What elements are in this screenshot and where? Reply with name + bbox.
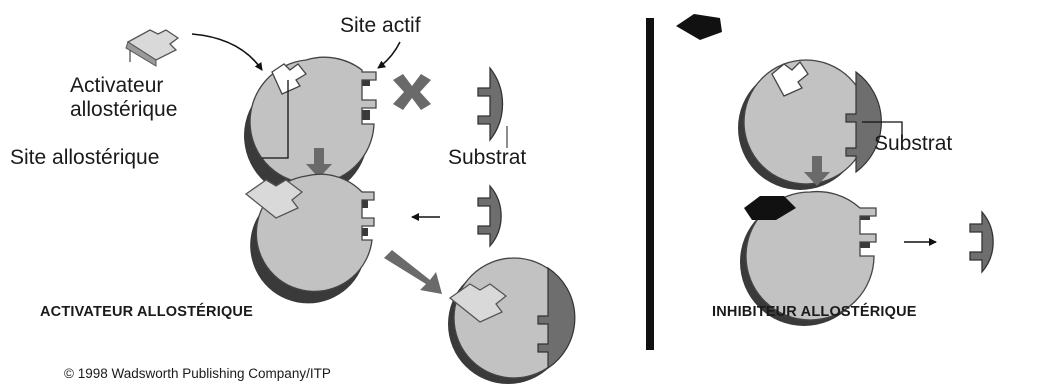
substrate-free-right <box>969 210 994 274</box>
substrate-free-2 <box>477 184 502 248</box>
site-actif-arrow <box>377 41 401 69</box>
bound-activator-molecule <box>244 179 304 219</box>
label-site-allosterique: Site allostérique <box>10 146 159 169</box>
substrate-leader-right <box>862 121 903 138</box>
free-inhibitor-molecule <box>676 14 722 40</box>
caption-inhibiteur: INHIBITEUR ALLOSTÉRIQUE <box>712 303 917 320</box>
label-substrat-right: Substrat <box>874 132 952 155</box>
panel-divider <box>646 18 654 350</box>
bound-activator-molecule-2 <box>448 283 508 323</box>
label-site-actif: Site actif <box>340 14 421 37</box>
site-allosterique-leader <box>262 80 289 159</box>
substrate-free-1 <box>477 66 504 142</box>
arrow-down-right <box>804 156 830 186</box>
label-substrat-left: Substrat <box>448 146 526 169</box>
activator-panel: Site actif Activateur allostérique Site … <box>10 14 576 384</box>
activator-binding-arrow <box>191 33 263 71</box>
label-activateur-line1: Activateur <box>70 74 163 97</box>
bound-inhibitor-molecule <box>744 196 796 220</box>
inhibitor-panel: Substrat INHIBITEUR ALLOSTÉRIQUE <box>676 14 994 326</box>
enzyme-inhibitor-bound <box>740 190 877 326</box>
arrow-diagonal <box>384 250 442 294</box>
free-activator-molecule <box>125 29 180 67</box>
label-activateur-line2: allostérique <box>70 98 177 121</box>
enzyme-substrate-complex <box>448 257 576 384</box>
enzyme-activator-bound <box>244 173 375 304</box>
caption-activateur: ACTIVATEUR ALLOSTÉRIQUE <box>40 303 253 320</box>
copyright-notice: © 1998 Wadsworth Publishing Company/ITP <box>64 366 331 381</box>
enzyme-inactive <box>244 56 377 198</box>
no-binding-x-mark <box>393 74 431 110</box>
arrow-down-1 <box>306 148 332 178</box>
enzyme-inhibitor-top <box>738 59 882 190</box>
